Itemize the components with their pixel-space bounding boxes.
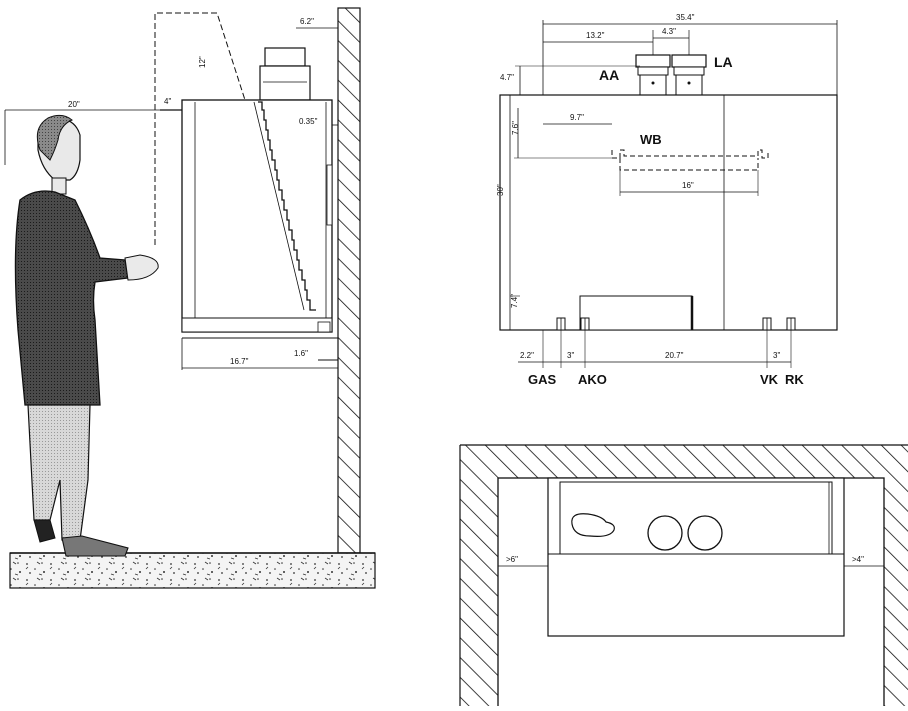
dim-front-4-3: 4.3": [662, 27, 676, 36]
side-door-swing-dashed: [154, 12, 246, 245]
top-gas-outlet: [571, 513, 615, 537]
label-la: LA: [714, 54, 733, 70]
person-figure: [14, 114, 159, 557]
label-gas: GAS: [528, 372, 557, 387]
dim-front-20-7: 20.7": [665, 351, 684, 360]
label-wb: WB: [640, 132, 662, 147]
dim-top-right-clearance: >4": [852, 555, 864, 564]
fitting-vk: [762, 317, 772, 331]
label-rk: RK: [785, 372, 804, 387]
dim-side-4: 4": [164, 97, 171, 106]
dim-front-height: 30": [496, 184, 505, 196]
dim-front-3a: 3": [567, 351, 574, 360]
side-boiler-cabinet: [181, 99, 333, 333]
front-base-unit: [579, 295, 693, 331]
top-flue-circle-la: [687, 515, 723, 551]
side-view: 20" 4" 6.2" 0.35" 12" 16.7" 1.6": [4, 7, 376, 589]
fitting-ako: [580, 317, 590, 331]
front-boiler-casing: [499, 94, 838, 331]
dim-side-1-6: 1.6": [294, 349, 308, 358]
dim-front-4-7: 4.7": [500, 73, 514, 82]
front-view: 35.4" 13.2" 4.3" AA LA 4.7": [496, 13, 838, 387]
dim-side-20: 20": [68, 100, 80, 109]
dim-side-vert: 12": [198, 56, 207, 68]
dim-front-7-6: 7.6": [511, 121, 520, 135]
dim-front-7-4: 7.4": [510, 294, 519, 308]
fitting-rk: [786, 317, 796, 331]
dim-top-left-clearance: >6": [506, 555, 518, 564]
dim-front-2-2: 2.2": [520, 351, 534, 360]
dim-side-0-35: 0.35": [299, 117, 318, 126]
side-floor-concrete: [9, 552, 376, 589]
label-ako: AKO: [578, 372, 607, 387]
top-view: >6" >4": [459, 444, 908, 711]
fitting-gas: [556, 317, 566, 331]
flue-outlet-aa: [635, 54, 671, 96]
dim-front-3b: 3": [773, 351, 780, 360]
dim-side-16-7: 16.7": [230, 357, 249, 366]
side-heat-exchanger: [258, 101, 316, 311]
dim-front-35-4: 35.4": [676, 13, 695, 22]
dim-front-13-2: 13.2": [586, 31, 605, 40]
dim-front-9-7: 9.7": [570, 113, 584, 122]
top-flue-circle-aa: [647, 515, 683, 551]
dim-side-6-2: 6.2": [300, 17, 314, 26]
flue-outlet-la: [671, 54, 707, 96]
side-wall-hatch: [337, 7, 361, 554]
dim-front-16: 16": [682, 181, 694, 190]
front-wb-dashed: [611, 149, 769, 159]
label-vk: VK: [760, 372, 779, 387]
label-aa: AA: [599, 67, 619, 83]
side-flue-pipe: [264, 47, 306, 67]
